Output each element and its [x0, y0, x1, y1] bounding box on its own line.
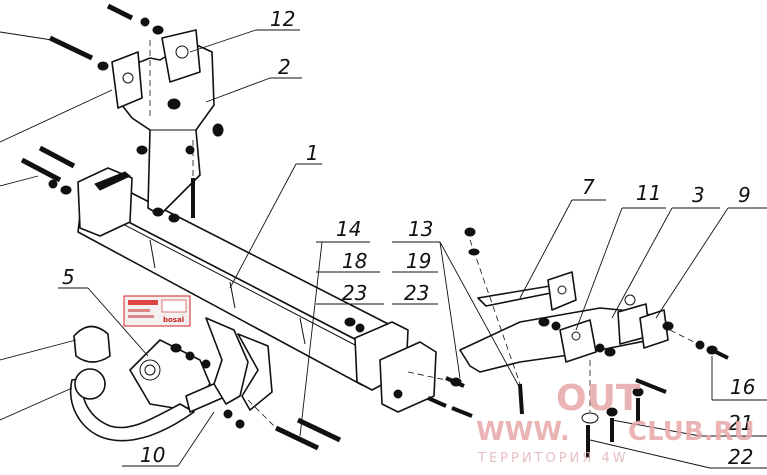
callout-12: 12 [270, 7, 295, 31]
callout-23-left: 23 [342, 281, 367, 305]
callout-9: 9 [738, 183, 751, 207]
left-fasteners [20, 3, 224, 223]
callout-5: 5 [62, 265, 75, 289]
left-bracket [111, 29, 215, 216]
callout-18: 18 [342, 249, 367, 273]
callout-11: 11 [636, 181, 661, 205]
watermark-line-1: OUT [556, 378, 641, 419]
callout-labels: 12 2 1 5 10 14 18 23 13 19 23 7 11 3 9 1… [62, 7, 755, 469]
callout-21: 21 [728, 411, 753, 435]
callout-1: 1 [306, 141, 319, 165]
callout-16: 16 [730, 375, 755, 399]
callout-14: 14 [336, 217, 361, 241]
callout-2: 2 [278, 55, 291, 79]
callout-10: 10 [140, 443, 165, 467]
right-bracket [459, 271, 674, 394]
callout-23-right: 23 [404, 281, 429, 305]
left-end-plate [77, 167, 133, 237]
callout-7: 7 [582, 175, 595, 199]
leader-lines [0, 29, 767, 469]
assembly-lines [149, 40, 701, 429]
callout-3: 3 [692, 183, 705, 207]
watermark-line-2: WWW. [476, 417, 570, 447]
tow-ball-assembly [69, 317, 342, 451]
right-end-plates [354, 321, 437, 413]
callout-22: 22 [728, 445, 753, 469]
callout-13: 13 [408, 217, 433, 241]
bosal-sticker: bosal [123, 295, 191, 327]
callout-19: 19 [406, 249, 431, 273]
watermark-line-4: ТЕРРИТОРИЯ 4W [477, 451, 629, 466]
watermark: OUT WWW. CLUB.RU ТЕРРИТОРИЯ 4W [476, 378, 755, 466]
sticker-brand-label: bosal [163, 316, 184, 324]
watermark-line-3: CLUB.RU [628, 417, 755, 447]
